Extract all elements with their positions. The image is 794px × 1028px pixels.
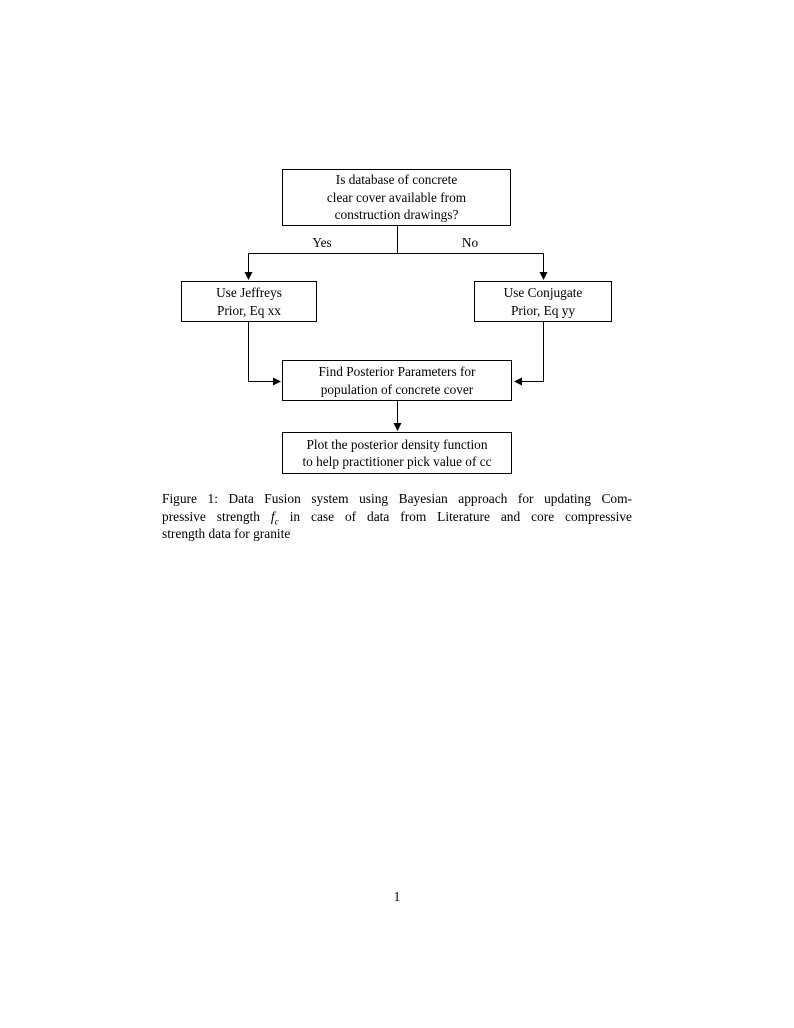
- figure-caption-line1: Figure 1: Data Fusion system using Bayes…: [162, 491, 632, 506]
- edge-label-no: No: [461, 235, 479, 250]
- flowchart-node-question: Is database of concrete clear cover avai…: [282, 169, 511, 226]
- edge-label-yes: Yes: [312, 235, 332, 250]
- node-question-line3: construction drawings?: [334, 207, 459, 223]
- page-number: 1: [393, 889, 401, 904]
- figure-caption-line2: pressive strength fc in case of data fro…: [162, 508, 632, 528]
- math-fc-base: f: [270, 508, 275, 524]
- node-question-line1: Is database of concrete: [335, 172, 458, 188]
- figure-caption: Figure 1: Data Fusion system using Bayes…: [162, 490, 632, 543]
- figure-caption-line3: strength data for granite: [162, 526, 291, 542]
- math-fc-symbol: fc: [270, 508, 279, 528]
- node-jeffreys-line2: Prior, Eq xx: [216, 302, 282, 318]
- flowchart-node-conjugate-prior: Use Conjugate Prior, Eq yy: [474, 281, 612, 322]
- node-question-line2: clear cover available from: [326, 189, 467, 205]
- flowchart-node-plot-density: Plot the posterior density function to h…: [282, 432, 512, 474]
- caption-line2-before: pressive strength: [162, 508, 260, 524]
- node-posterior-line1: Find Posterior Parameters for: [318, 364, 476, 380]
- flowchart-node-posterior-parameters: Find Posterior Parameters for population…: [282, 360, 512, 401]
- arrowhead-into-posterior-right: [514, 377, 522, 386]
- connector-conjugate-to-posterior: [522, 322, 544, 382]
- node-jeffreys-line1: Use Jeffreys: [216, 285, 282, 301]
- arrowhead-into-posterior-left: [273, 377, 281, 386]
- node-posterior-line2: population of concrete cover: [320, 381, 474, 397]
- node-plot-line2: to help practitioner pick value of cc: [302, 454, 492, 469]
- node-conjugate-line2: Prior, Eq yy: [510, 302, 576, 318]
- arrowhead-into-jeffreys: [244, 272, 253, 280]
- caption-line2-after: in case of data from Literature and core…: [289, 508, 632, 524]
- arrowhead-into-plot: [393, 423, 402, 431]
- node-plot-line1: Plot the posterior density function: [306, 436, 488, 452]
- node-conjugate-line1: Use Conjugate: [503, 285, 583, 301]
- arrowhead-into-conjugate: [539, 272, 548, 280]
- flowchart-node-jeffreys-prior: Use Jeffreys Prior, Eq xx: [181, 281, 317, 322]
- math-fc-subscript: c: [274, 517, 279, 528]
- connector-jeffreys-to-posterior: [248, 322, 273, 382]
